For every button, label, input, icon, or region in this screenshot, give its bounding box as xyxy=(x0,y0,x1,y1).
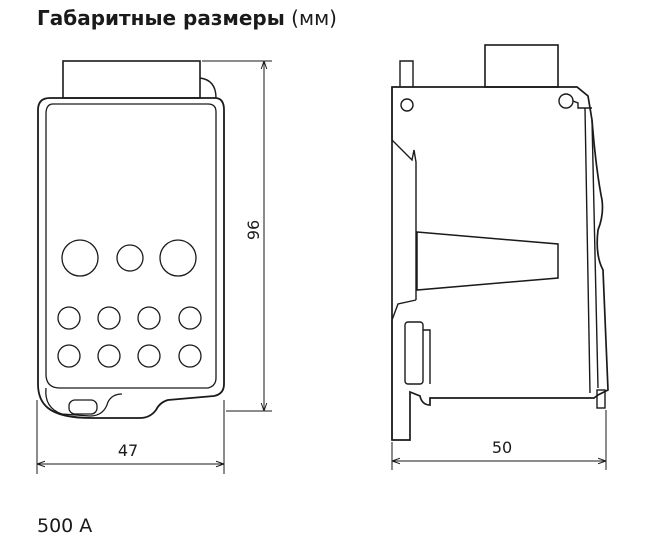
front-hole-large-left xyxy=(61,239,99,277)
side-housing-profile xyxy=(391,86,609,441)
side-slot-inner xyxy=(423,329,431,384)
height-dimension xyxy=(202,60,272,412)
front-hole-row2-1 xyxy=(57,344,81,368)
front-hole-small-middle xyxy=(116,244,144,272)
side-top-clamp xyxy=(484,44,559,88)
front-hole-row1-2 xyxy=(97,306,121,330)
front-inner-panel xyxy=(45,103,217,389)
side-left-step xyxy=(391,87,417,300)
front-hole-row2-3 xyxy=(137,344,161,368)
width-dimension xyxy=(36,400,225,474)
front-hole-row1-3 xyxy=(137,306,161,330)
side-right-edge xyxy=(584,107,599,394)
front-top-clamp xyxy=(62,60,201,99)
front-view xyxy=(37,60,225,419)
width-label: 47 xyxy=(118,441,138,460)
front-hole-large-right xyxy=(159,239,197,277)
side-view xyxy=(391,44,609,441)
page-title: Габаритные размеры (мм) xyxy=(37,6,337,30)
side-slot xyxy=(404,321,424,385)
front-clamp-side-loop xyxy=(199,77,217,99)
front-hole-row2-2 xyxy=(97,344,121,368)
side-hole-right xyxy=(558,93,574,109)
side-top-pin xyxy=(399,60,414,87)
side-contact-wedge xyxy=(416,231,559,291)
front-lower-clip xyxy=(45,387,123,417)
side-bottom-foot xyxy=(596,389,606,409)
front-hole-row1-1 xyxy=(57,306,81,330)
front-housing-outline xyxy=(37,97,225,419)
side-hole-left xyxy=(400,98,414,112)
front-clip-slot xyxy=(68,399,98,415)
front-hole-row1-4 xyxy=(178,306,202,330)
title-main: Габаритные размеры xyxy=(37,6,285,30)
side-lower-detail xyxy=(391,299,417,440)
depth-dimension xyxy=(391,410,607,470)
title-unit: (мм) xyxy=(291,6,337,30)
current-rating: 500 А xyxy=(37,515,93,537)
height-label: 96 xyxy=(244,220,263,240)
front-hole-row2-4 xyxy=(178,344,202,368)
depth-label: 50 xyxy=(492,438,512,457)
